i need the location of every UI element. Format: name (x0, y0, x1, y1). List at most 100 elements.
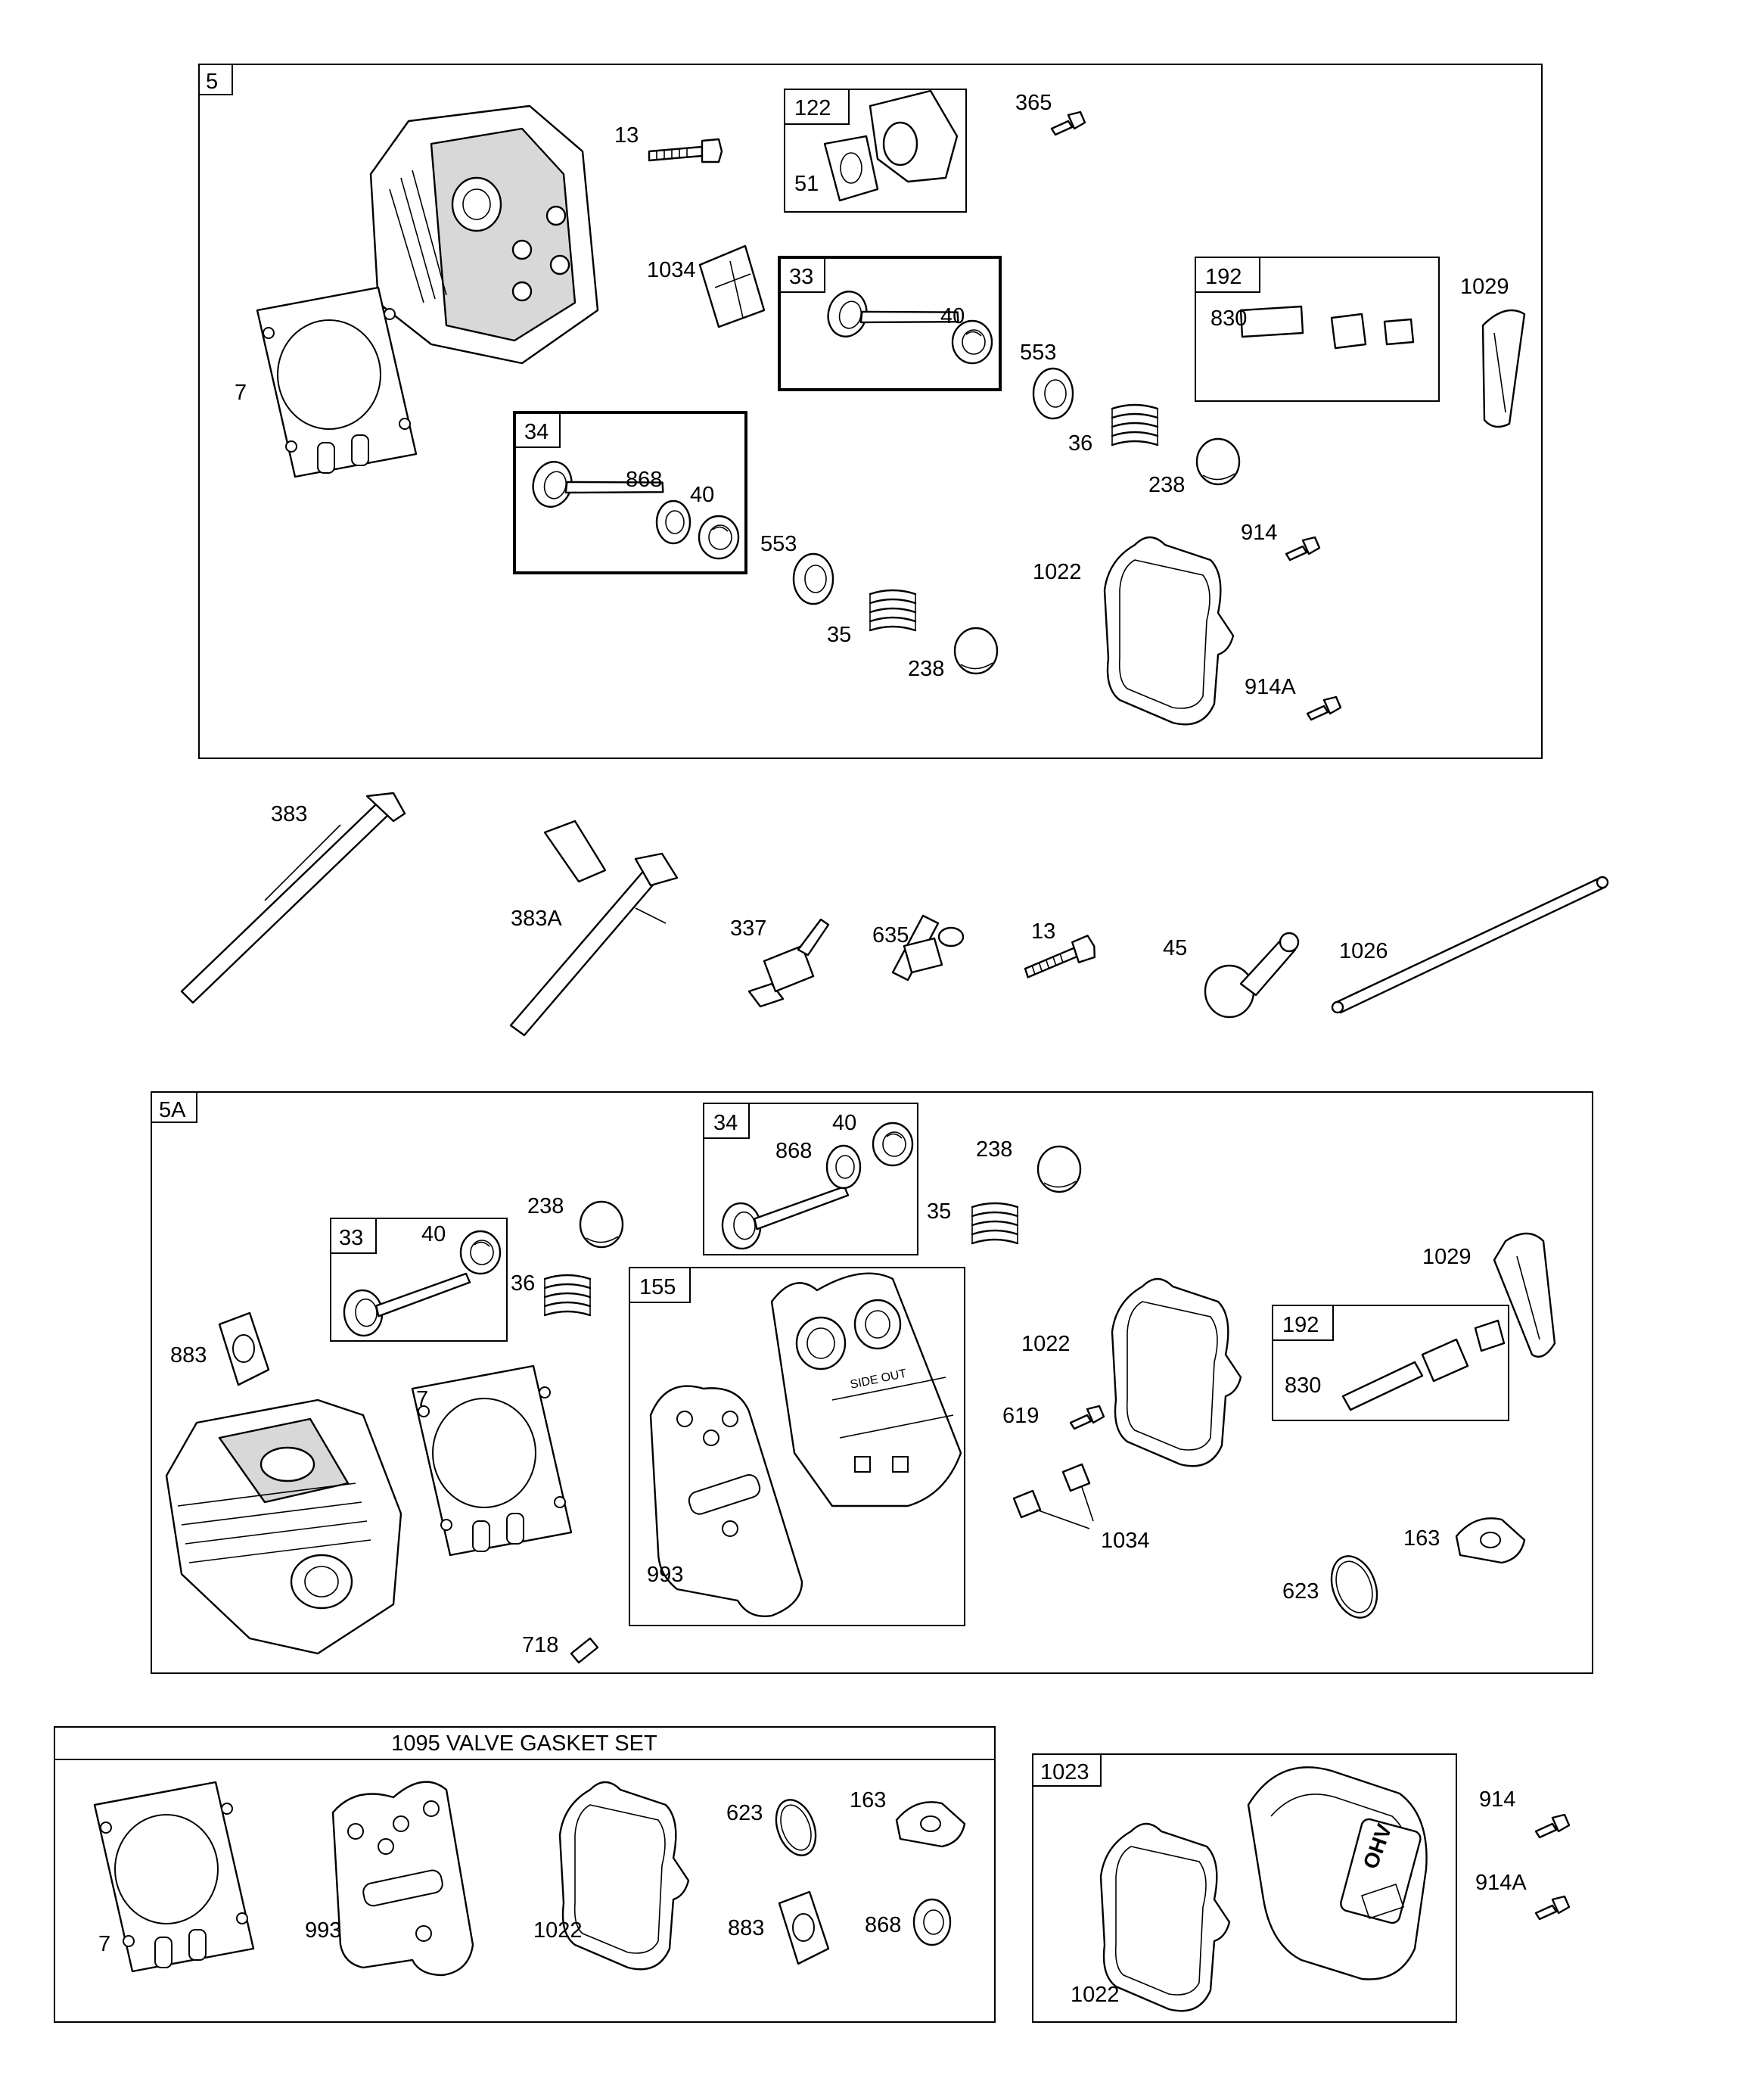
subkit-192-label: 192 (1205, 265, 1242, 289)
push-rod-1026 (1331, 876, 1609, 1014)
label-623b: 623 (726, 1801, 763, 1825)
label-163b: 163 (850, 1788, 886, 1812)
label-993: 993 (647, 1563, 683, 1587)
gasket-883 (218, 1311, 270, 1386)
cap-238b (953, 627, 999, 675)
label-619: 619 (1002, 1404, 1039, 1428)
rocker-arm-1029b (1493, 1232, 1556, 1358)
gasket-163b (895, 1801, 966, 1848)
bolt-914Ab (1534, 1895, 1571, 1921)
label-1022d: 1022 (1071, 1983, 1120, 2007)
cap-238c (1036, 1145, 1082, 1193)
label-36: 36 (1068, 431, 1092, 456)
valve-gasket-set-title: 1095 VALVE GASKET SET (391, 1731, 657, 1756)
subkit-122: 122 51 (784, 89, 967, 213)
seal-553b (792, 552, 834, 605)
bolt-13 (648, 138, 723, 163)
breather-plate-155: SIDE OUT (770, 1272, 962, 1507)
label-1034b: 1034 (1101, 1529, 1150, 1553)
subkit-33b: 33 40 (330, 1218, 508, 1342)
label-830: 830 (1210, 306, 1247, 331)
label-553: 553 (1020, 341, 1056, 365)
label-718: 718 (522, 1633, 558, 1657)
section-5: 5 7 13 122 51 365 (198, 64, 1543, 759)
label-383: 383 (271, 802, 307, 826)
subkit-192: 192 830 (1195, 257, 1440, 402)
label-914b: 914 (1479, 1787, 1515, 1812)
label-238b: 238 (908, 657, 944, 681)
label-40b: 40 (690, 483, 714, 507)
label-1029: 1029 (1460, 275, 1509, 299)
bolt-914A (1306, 695, 1342, 721)
label-238: 238 (1148, 473, 1185, 497)
label-163: 163 (1403, 1526, 1440, 1551)
label-914Ab: 914A (1475, 1871, 1527, 1895)
label-1034: 1034 (647, 258, 696, 282)
part-635 (891, 914, 965, 982)
subkit-155: 155 SIDE OUT 993 (629, 1267, 965, 1626)
label-40d: 40 (421, 1222, 446, 1246)
label-40c: 40 (832, 1111, 856, 1135)
subkit-34b-label: 34 (713, 1111, 738, 1135)
label-1022: 1022 (1033, 560, 1082, 584)
label-553b: 553 (760, 532, 797, 556)
subkit-155-label: 155 (639, 1275, 676, 1299)
o-ring-623 (1330, 1555, 1378, 1619)
label-35: 35 (827, 623, 851, 647)
section-1023: 1023 1022 OHV (1032, 1753, 1457, 2023)
spring-35 (869, 589, 917, 632)
head-gasket-7c (93, 1781, 255, 1973)
label-13b: 13 (1031, 919, 1055, 944)
cap-238 (1195, 437, 1241, 486)
label-993b: 993 (305, 1918, 341, 1943)
breather-gasket-993b (331, 1781, 474, 1977)
bolt-619 (1069, 1405, 1105, 1430)
label-1022c: 1022 (533, 1918, 583, 1943)
subkit-33b-label: 33 (339, 1226, 363, 1250)
label-623: 623 (1282, 1579, 1319, 1604)
clips-1034 (1012, 1463, 1094, 1529)
label-7: 7 (235, 381, 247, 405)
cover-gasket-1022d (1099, 1822, 1231, 2012)
section-1023-label: 1023 (1040, 1760, 1089, 1784)
tool-383 (180, 792, 406, 1004)
label-36b: 36 (511, 1271, 535, 1296)
cover-gasket-1022b (1111, 1277, 1242, 1467)
spring-35b (971, 1202, 1019, 1245)
cylinder-head-5A (165, 1398, 402, 1655)
label-383A: 383A (511, 907, 562, 931)
label-1026: 1026 (1339, 939, 1388, 963)
bolt-914 (1285, 536, 1321, 562)
subkit-33-label: 33 (789, 265, 813, 289)
subkit-33: 33 40 (778, 256, 1002, 391)
label-883b: 883 (728, 1916, 764, 1940)
part-1034 (698, 244, 766, 328)
label-365: 365 (1015, 91, 1052, 115)
subkit-192b: 192 830 (1272, 1305, 1509, 1421)
gasket-163 (1455, 1517, 1526, 1564)
label-1029b: 1029 (1422, 1245, 1472, 1269)
label-914A: 914A (1245, 675, 1296, 699)
head-gasket-7 (256, 286, 418, 478)
valve-cover-ohv: OHV (1247, 1766, 1428, 1980)
seal-868c (912, 1898, 952, 1946)
section-5A-label: 5A (159, 1098, 186, 1122)
label-51: 51 (794, 172, 819, 196)
spring-36 (1111, 403, 1159, 446)
label-830b: 830 (1285, 1374, 1321, 1398)
label-868b: 868 (775, 1139, 812, 1163)
cylinder-head (369, 104, 599, 365)
label-45: 45 (1163, 936, 1187, 960)
gasket-883b (778, 1890, 830, 1965)
subkit-34-label: 34 (524, 420, 549, 444)
label-7c: 7 (98, 1932, 110, 1956)
subkit-122-label: 122 (794, 96, 831, 120)
pin-718 (570, 1637, 599, 1664)
label-7b: 7 (416, 1387, 428, 1411)
label-238c: 238 (976, 1137, 1012, 1162)
bolt-914b (1534, 1813, 1571, 1839)
label-868c: 868 (865, 1913, 901, 1937)
label-40: 40 (940, 304, 965, 328)
label-238d: 238 (527, 1194, 564, 1218)
